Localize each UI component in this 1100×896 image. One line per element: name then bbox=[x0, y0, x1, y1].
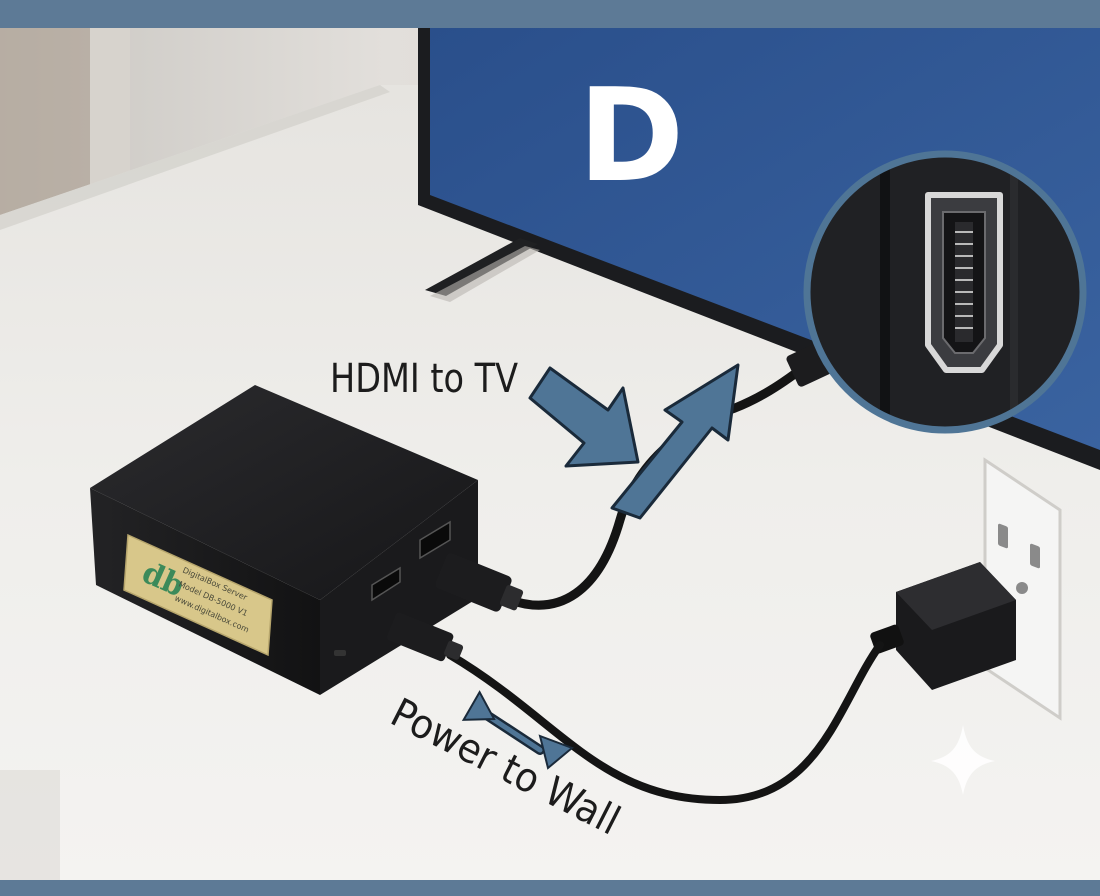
hdmi-port-device bbox=[371, 566, 401, 602]
status-led bbox=[334, 650, 346, 656]
power-cable bbox=[446, 641, 884, 805]
floor-corner bbox=[0, 770, 60, 880]
desk-edge-shadow bbox=[0, 85, 390, 230]
media-box: db DigitalBox Server Model DB-5000 V1 ww… bbox=[90, 385, 478, 695]
tv-stand bbox=[425, 238, 538, 296]
device-sticker bbox=[123, 533, 273, 657]
usb-port-device bbox=[419, 520, 451, 560]
hdmi-port-zoom bbox=[803, 150, 1087, 434]
tv-screen-letter: D bbox=[578, 62, 684, 211]
hdmi-plug-device bbox=[435, 553, 524, 612]
power-adapter bbox=[870, 562, 1016, 690]
direction-arrow-icon bbox=[461, 690, 574, 770]
hdmi-port-icon bbox=[925, 192, 1003, 373]
doorway bbox=[0, 28, 90, 218]
frame-bottom bbox=[0, 880, 1100, 896]
tv-stand-shadow bbox=[430, 246, 540, 302]
direction-arrow-icon bbox=[528, 366, 640, 468]
power-plug-device bbox=[387, 612, 464, 662]
hdmi-label: HDMI to TV bbox=[330, 356, 518, 402]
media-box-top bbox=[90, 385, 478, 600]
sparkle-icon bbox=[931, 725, 995, 795]
direction-arrow-icon bbox=[610, 363, 740, 520]
